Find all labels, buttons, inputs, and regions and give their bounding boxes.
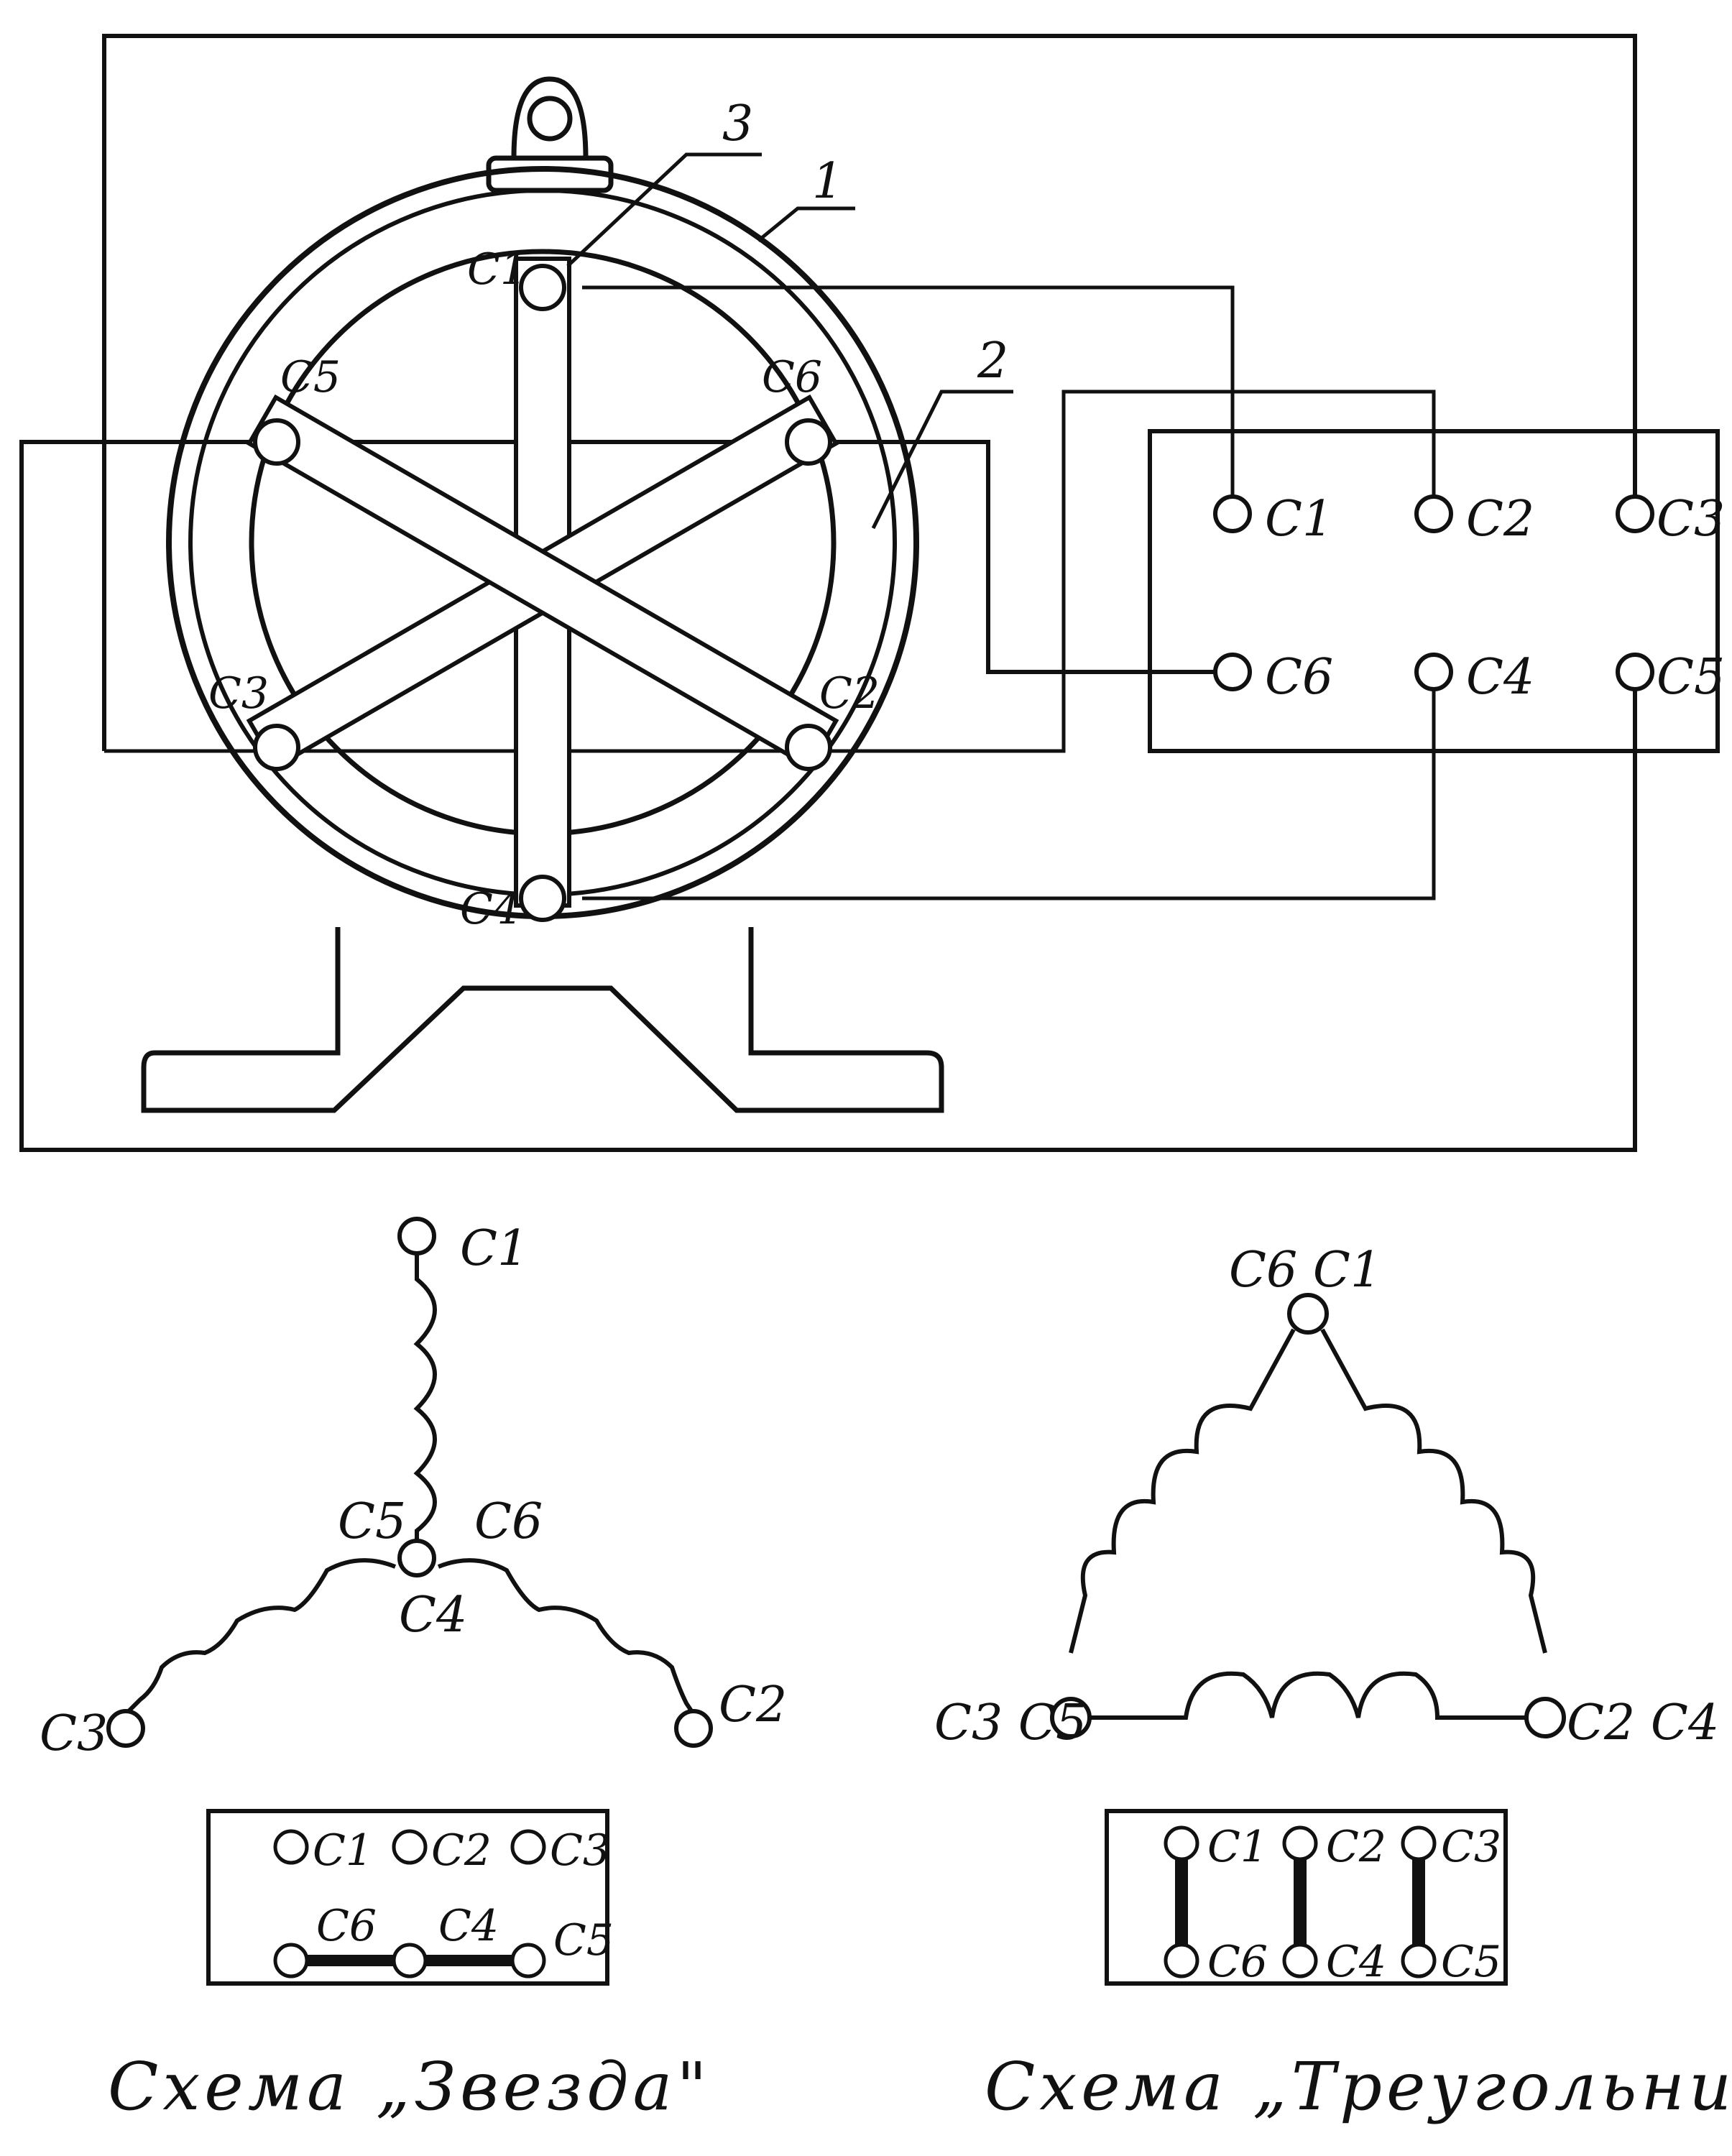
star-block-label-3: C3 — [550, 1825, 610, 1876]
star-jumper-1 — [305, 1955, 395, 1966]
terminal-box-label-5: C4 — [1466, 649, 1534, 706]
wire-c4-lead — [582, 686, 1436, 900]
terminal-box-label-1: C1 — [1265, 491, 1333, 548]
callout-leader-3 — [566, 152, 762, 267]
star-label-c5: C5 — [338, 1493, 406, 1550]
delta-block-label-6: C5 — [1441, 1937, 1501, 1987]
delta-sides — [1069, 1328, 1547, 1720]
delta-block-label-4: C6 — [1207, 1937, 1268, 1987]
star-label-c1: C1 — [460, 1220, 528, 1277]
callout-leader-1 — [757, 206, 855, 242]
delta-jumper-2 — [1294, 1840, 1307, 1955]
delta-caption: Схема „Треугольник" — [985, 2048, 1732, 2125]
star-block-bottom-posts — [273, 1943, 546, 1978]
star-block-posts — [273, 1829, 546, 1865]
delta-label-left: C3 C5 — [934, 1695, 1087, 1751]
terminal-box-label-3: C3 — [1657, 491, 1725, 548]
wire-c3-loop — [102, 34, 1637, 751]
callout-3: 3 — [722, 96, 753, 152]
delta-block-label-1: C1 — [1207, 1822, 1268, 1872]
winding-label-c6: C6 — [762, 352, 822, 402]
delta-block-posts — [1164, 1825, 1437, 1978]
callout-leader-2 — [871, 390, 1013, 530]
star-label-c3: C3 — [40, 1705, 108, 1762]
motor-feet — [141, 927, 944, 1113]
winding-label-c4: C4 — [460, 884, 520, 934]
terminal-box-label-2: C2 — [1466, 491, 1534, 548]
winding-label-c5: C5 — [280, 352, 341, 402]
terminal-box — [1148, 429, 1720, 753]
callout-2: 2 — [977, 333, 1008, 390]
delta-block-label-5: C4 — [1326, 1937, 1386, 1987]
terminal-box-label-6: C5 — [1657, 649, 1725, 706]
delta-diagram: C6 C1 C3 C5 C2 C4 C1 C2 C3 C6 C4 C5 Схем… — [934, 1242, 1732, 2125]
winding-bars — [246, 257, 839, 908]
delta-terminal-block — [1105, 1809, 1508, 1986]
star-label-c6: C6 — [474, 1493, 543, 1550]
terminal-box-label-4: C6 — [1265, 649, 1333, 706]
star-coils — [124, 1254, 696, 1716]
delta-label-top: C6 C1 — [1229, 1242, 1381, 1299]
wire-c1-lead — [582, 285, 1235, 499]
winding-terminals — [253, 264, 832, 922]
winding-label-c3: C3 — [208, 668, 269, 719]
delta-block-label-2: C2 — [1326, 1822, 1386, 1872]
star-block-label-4: C6 — [316, 1901, 377, 1951]
wire-c5-loop — [19, 440, 1637, 1152]
delta-label-right: C2 C4 — [1567, 1695, 1719, 1751]
terminal-box-posts — [1213, 494, 1654, 691]
motor-drawing: 3 1 2 C1 C4 C5 C6 C3 C2 C1 C2 C3 C6 C4 C… — [19, 34, 1725, 1152]
star-diagram: C1 C5 C6 C4 C3 C2 C1 C2 C3 C6 C4 C5 Схем… — [40, 1217, 787, 2125]
winding-label-c1: C1 — [467, 244, 528, 295]
winding-label-c2: C2 — [819, 668, 880, 719]
star-jumper-2 — [424, 1955, 514, 1966]
star-block-label-6: C5 — [553, 1915, 614, 1966]
delta-block-label-3: C3 — [1441, 1822, 1501, 1872]
star-caption: Схема „Звезда" — [108, 2048, 711, 2125]
delta-jumper-1 — [1175, 1840, 1188, 1955]
callout-1: 1 — [812, 153, 843, 210]
star-block-label-1: C1 — [313, 1825, 373, 1876]
delta-terminals — [1050, 1293, 1566, 1738]
star-block-label-2: C2 — [431, 1825, 492, 1876]
star-block-label-5: C4 — [438, 1901, 499, 1951]
delta-jumper-3 — [1412, 1840, 1425, 1955]
star-label-c2: C2 — [719, 1677, 787, 1733]
star-terminals — [106, 1217, 713, 1748]
star-terminal-block — [206, 1809, 609, 1986]
star-label-c4: C4 — [399, 1587, 467, 1644]
